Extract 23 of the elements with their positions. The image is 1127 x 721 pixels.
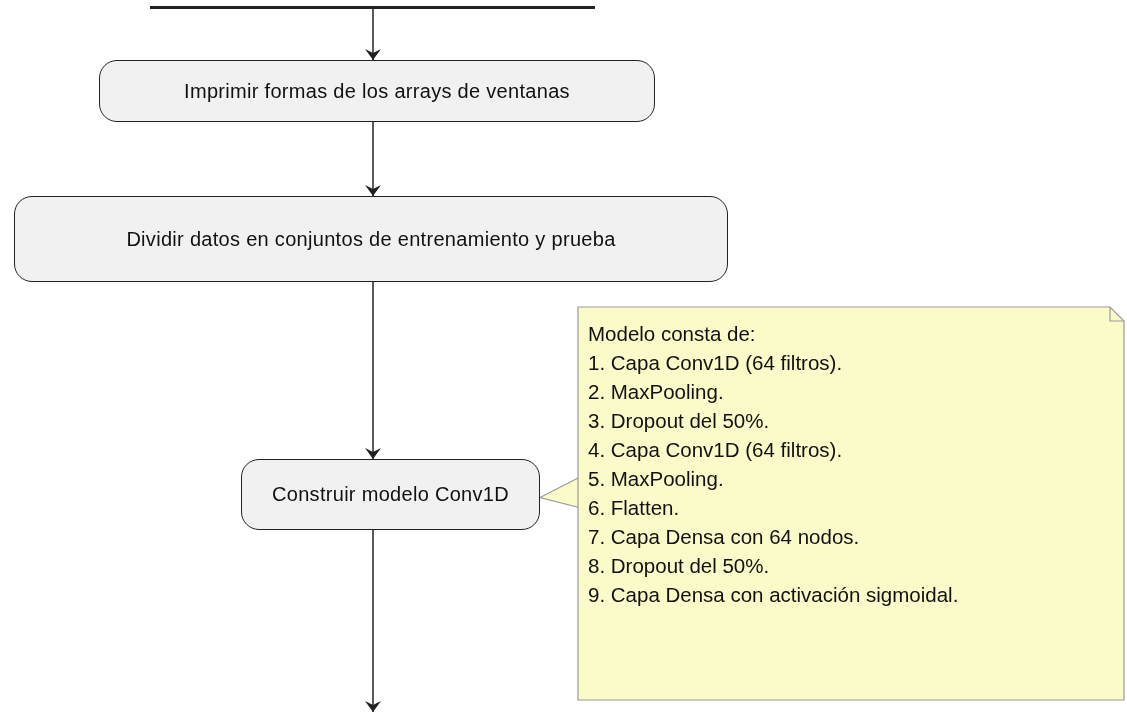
note-line: 8. Dropout del 50%. <box>588 553 771 579</box>
activity-label: Dividir datos en conjuntos de entrenamiento y prueba <box>126 227 616 251</box>
activity-box <box>99 60 655 122</box>
arrow <box>365 281 381 460</box>
note-line: 3. Dropout del 50%. <box>588 408 771 434</box>
note-line: 5. MaxPooling. <box>588 466 725 492</box>
activity-box <box>14 196 728 282</box>
fork-bar <box>150 6 595 9</box>
note-line: 7. Capa Densa con 64 nodos. <box>588 524 861 550</box>
activity-label: Imprimir formas de los arrays de ventanas <box>184 79 570 103</box>
note-heading: Modelo consta de: <box>588 321 757 347</box>
note-line: 9. Capa Densa con activación sigmoidal. <box>588 582 960 608</box>
arrow <box>365 8 381 61</box>
activity-box <box>241 459 540 530</box>
note-line: 4. Capa Conv1D (64 filtros). <box>588 437 844 463</box>
note-line: 2. MaxPooling. <box>588 379 725 405</box>
arrow <box>365 529 381 713</box>
note-line: 1. Capa Conv1D (64 filtros). <box>588 350 844 376</box>
arrow <box>365 121 381 197</box>
note-line: 6. Flatten. <box>588 495 681 521</box>
note-pointer <box>538 476 580 509</box>
note-box <box>577 306 1125 701</box>
activity-label: Construir modelo Conv1D <box>272 483 509 506</box>
